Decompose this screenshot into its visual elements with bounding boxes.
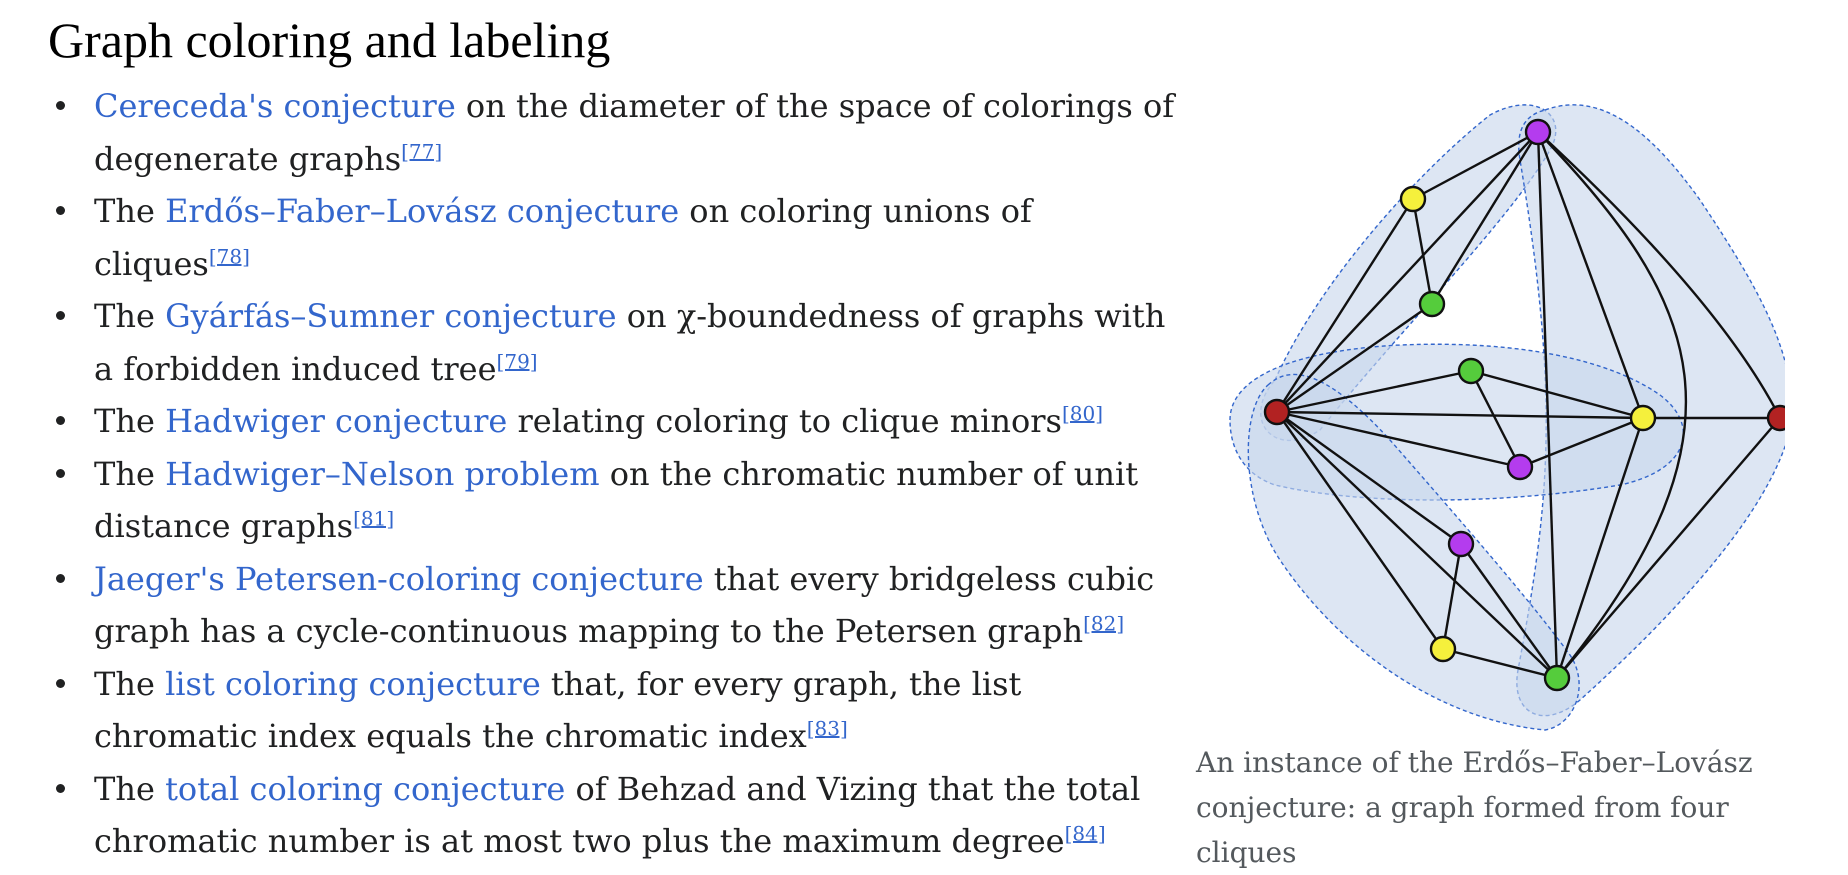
graph-vertex <box>1263 398 1291 426</box>
graph-edge <box>1276 411 1558 679</box>
reference-link[interactable]: [78] <box>208 243 250 268</box>
item-text: relating coloring to clique minors <box>507 402 1062 440</box>
bullet-icon <box>56 416 65 425</box>
conjecture-link[interactable]: Cereceda's conjecture <box>94 87 456 125</box>
list-item: The list coloring conjecture that, for e… <box>48 658 1178 763</box>
conjecture-list: Cereceda's conjecture on the diameter of… <box>48 80 1178 868</box>
graph-vertex <box>1447 530 1475 558</box>
graph-vertex <box>1399 185 1427 213</box>
bullet-icon <box>56 573 65 583</box>
item-text: on the diameter of the space of coloring… <box>94 87 1175 178</box>
graph-edges <box>1275 130 1782 680</box>
list-item: Cereceda's conjecture on the diameter of… <box>48 80 1178 185</box>
graph-edge <box>1442 647 1558 680</box>
conjecture-link[interactable]: total coloring conjecture <box>165 769 566 808</box>
graph-edge <box>1470 369 1644 420</box>
item-prefix: The <box>94 192 166 230</box>
reference-link[interactable]: [81] <box>353 506 395 531</box>
graph-edge <box>1556 417 1781 679</box>
item-text: that, for every graph, the list chromati… <box>94 664 1022 756</box>
graph-edge <box>1412 130 1539 201</box>
graph-vertex <box>1506 453 1534 481</box>
bullet-icon <box>56 468 65 478</box>
reference-link[interactable]: [82] <box>1083 611 1125 636</box>
conjecture-link[interactable]: Gyárfás–Sumner conjecture <box>165 297 617 335</box>
reference-link[interactable]: [79] <box>496 348 538 373</box>
graph-edge <box>1460 543 1558 679</box>
reference-link[interactable]: [77] <box>401 138 443 163</box>
graph-vertex <box>1457 357 1485 385</box>
graph-vertex <box>1543 664 1571 692</box>
graph-illustration <box>1229 104 1785 731</box>
graph-vertex <box>1629 404 1657 432</box>
graph-edge <box>1276 131 1539 413</box>
reference-link[interactable]: [83] <box>806 716 848 741</box>
graph-edge <box>1276 411 1462 545</box>
conjecture-link[interactable]: Jaeger's Petersen-coloring conjecture <box>94 559 704 598</box>
list-item: The Gyárfás–Sumner conjecture on χ-bound… <box>48 290 1178 395</box>
graph-edge <box>1411 198 1434 305</box>
graph-vertex <box>1766 404 1785 432</box>
bullet-icon <box>56 311 65 320</box>
item-text: on χ-boundedness of graphs with a forbid… <box>94 297 1166 388</box>
graph-vertices <box>1263 118 1785 692</box>
graph-vertex <box>1429 635 1457 663</box>
graph-edge <box>1276 369 1472 414</box>
graph-vertex <box>1418 290 1446 318</box>
list-item: The total coloring conjecture of Behzad … <box>48 763 1178 868</box>
graph-edge <box>1441 543 1463 650</box>
item-prefix: The <box>94 402 166 440</box>
list-item: The Hadwiger conjecture relating colorin… <box>48 395 1178 448</box>
graph-edge <box>1536 131 1559 679</box>
graph-edge <box>1275 198 1415 413</box>
bullet-icon <box>56 783 65 793</box>
graph-edge <box>1276 411 1444 650</box>
conjecture-link[interactable]: Hadwiger conjecture <box>165 402 508 440</box>
list-item: Jaeger's Petersen-coloring conjecture th… <box>48 553 1178 658</box>
graph-edge <box>1537 131 1782 419</box>
graph-edge <box>1555 417 1645 679</box>
item-prefix: The <box>94 297 166 335</box>
graph-vertex <box>1524 118 1552 146</box>
item-text: on coloring unions of cliques <box>94 192 1032 283</box>
item-text: that every bridgeless cubic graph has a … <box>94 559 1155 651</box>
section-title: Graph coloring and labeling <box>48 12 611 68</box>
item-prefix: The <box>94 664 166 703</box>
graph-figure[interactable] <box>1185 95 1785 735</box>
bullet-icon <box>56 206 65 215</box>
graph-edge <box>1469 370 1522 468</box>
bullet-icon <box>56 101 65 110</box>
list-item: The Hadwiger–Nelson problem on the chrom… <box>48 448 1178 553</box>
item-prefix: The <box>94 769 166 808</box>
figure-caption: An instance of the Erdős–Faber–Lovász co… <box>1196 746 1753 869</box>
item-text: on the chromatic number of unit distance… <box>94 454 1139 546</box>
graph-edge <box>1519 416 1644 469</box>
list-item: The Erdős–Faber–Lovász conjecture on col… <box>48 185 1178 290</box>
item-prefix: The <box>94 454 166 493</box>
reference-link[interactable]: [84] <box>1064 821 1106 846</box>
graph-edge <box>1536 131 1645 419</box>
bullet-icon <box>56 678 65 688</box>
graph-edge <box>1537 131 1688 679</box>
conjecture-link[interactable]: list coloring conjecture <box>165 664 541 703</box>
graph-edge <box>1276 303 1433 413</box>
conjecture-link[interactable]: Erdős–Faber–Lovász conjecture <box>165 192 680 230</box>
graph-edge <box>1276 410 1521 469</box>
reference-link[interactable]: [80] <box>1061 401 1104 426</box>
graph-edge <box>1430 131 1540 305</box>
graph-edge <box>1276 410 1644 420</box>
conjecture-link[interactable]: Hadwiger–Nelson problem <box>165 454 600 493</box>
